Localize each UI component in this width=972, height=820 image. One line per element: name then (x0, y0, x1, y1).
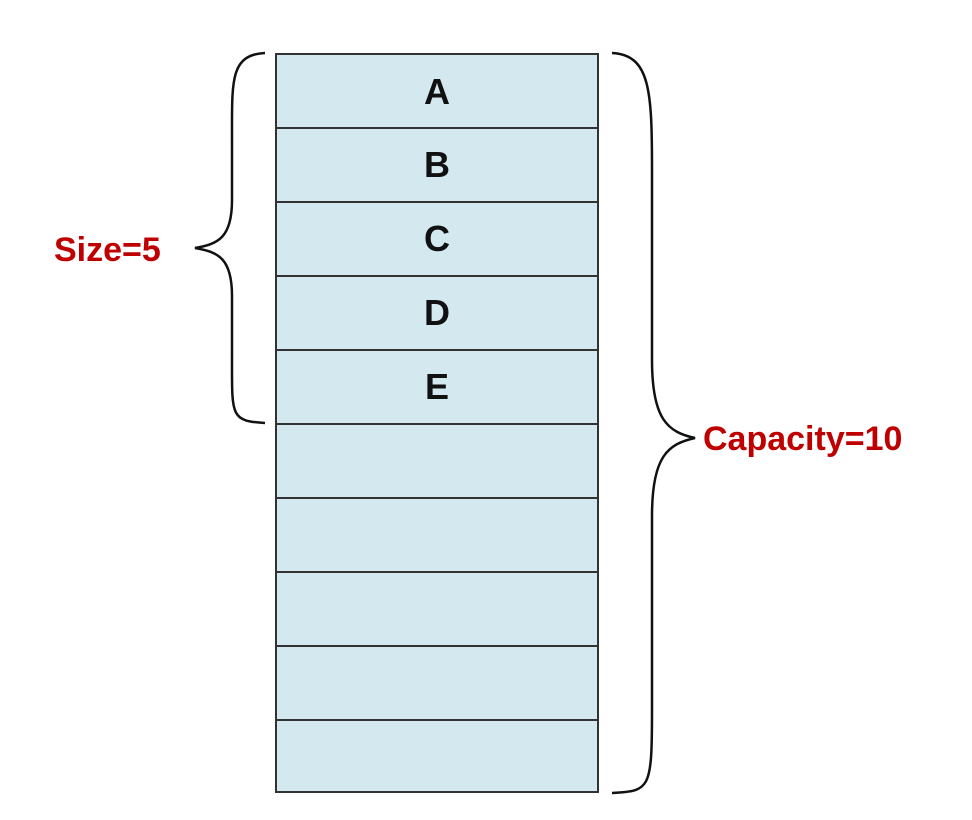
array-cell: B (277, 127, 597, 201)
array-cell (277, 423, 597, 497)
capacity-label: Capacity=10 (703, 420, 903, 458)
array-cell: E (277, 349, 597, 423)
array-cell: C (277, 201, 597, 275)
array-cell (277, 719, 597, 793)
capacity-brace (611, 51, 696, 795)
array-cell: A (424, 71, 450, 112)
array-cell: D (277, 275, 597, 349)
array-cell (277, 645, 597, 719)
size-label: Size=5 (54, 231, 161, 269)
array-cell (277, 571, 597, 645)
array-cell (277, 497, 597, 571)
size-brace (194, 51, 266, 425)
